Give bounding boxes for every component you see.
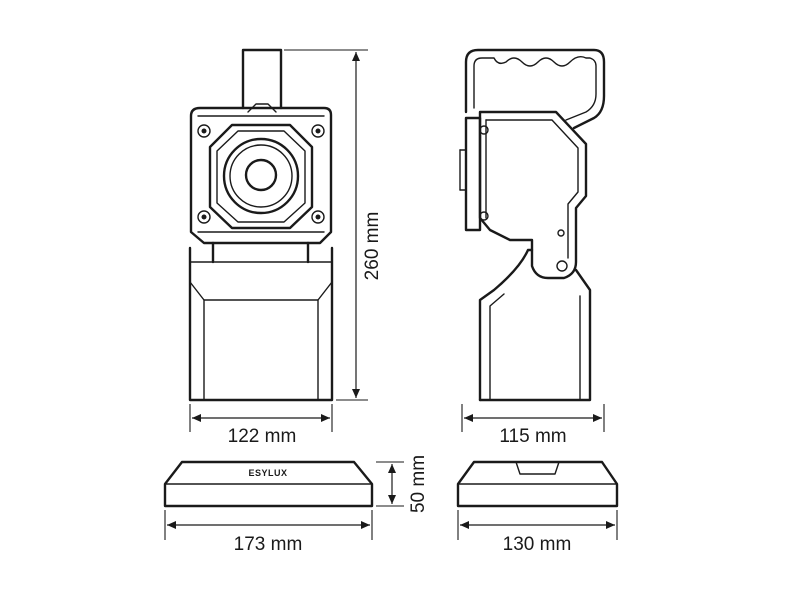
front-lamp-frame [208, 123, 314, 230]
side-handle-outer [464, 48, 606, 130]
dim-side-width-label: 115 mm [499, 426, 566, 447]
front-lens-outer [222, 137, 300, 215]
base-side-mount [515, 461, 560, 475]
dimension-labels: 122 mm 260 mm 115 mm 173 mm 50 mm 130 mm [228, 212, 572, 555]
base-front-view: ESYLUX [163, 460, 374, 508]
side-body [478, 248, 534, 402]
dim-front-width-label: 122 mm [228, 426, 297, 447]
brand-logo: ESYLUX [248, 468, 287, 478]
front-view [188, 48, 334, 402]
front-lens-center [244, 158, 278, 192]
dim-base-side-width-label: 130 mm [503, 534, 572, 555]
front-body [188, 246, 334, 402]
dimension-lines [164, 49, 618, 540]
dim-base-height-label: 50 mm [408, 455, 429, 513]
side-view [459, 48, 606, 402]
front-head-housing [189, 106, 333, 245]
side-handle-grip [473, 55, 597, 121]
side-head [478, 110, 588, 280]
base-side-view [456, 460, 619, 508]
dim-base-width-label: 173 mm [234, 534, 303, 555]
dim-height-label: 260 mm [362, 212, 383, 281]
front-neck [211, 241, 310, 264]
front-screws [197, 124, 325, 224]
side-bracket [464, 116, 482, 232]
front-handle [241, 48, 283, 110]
